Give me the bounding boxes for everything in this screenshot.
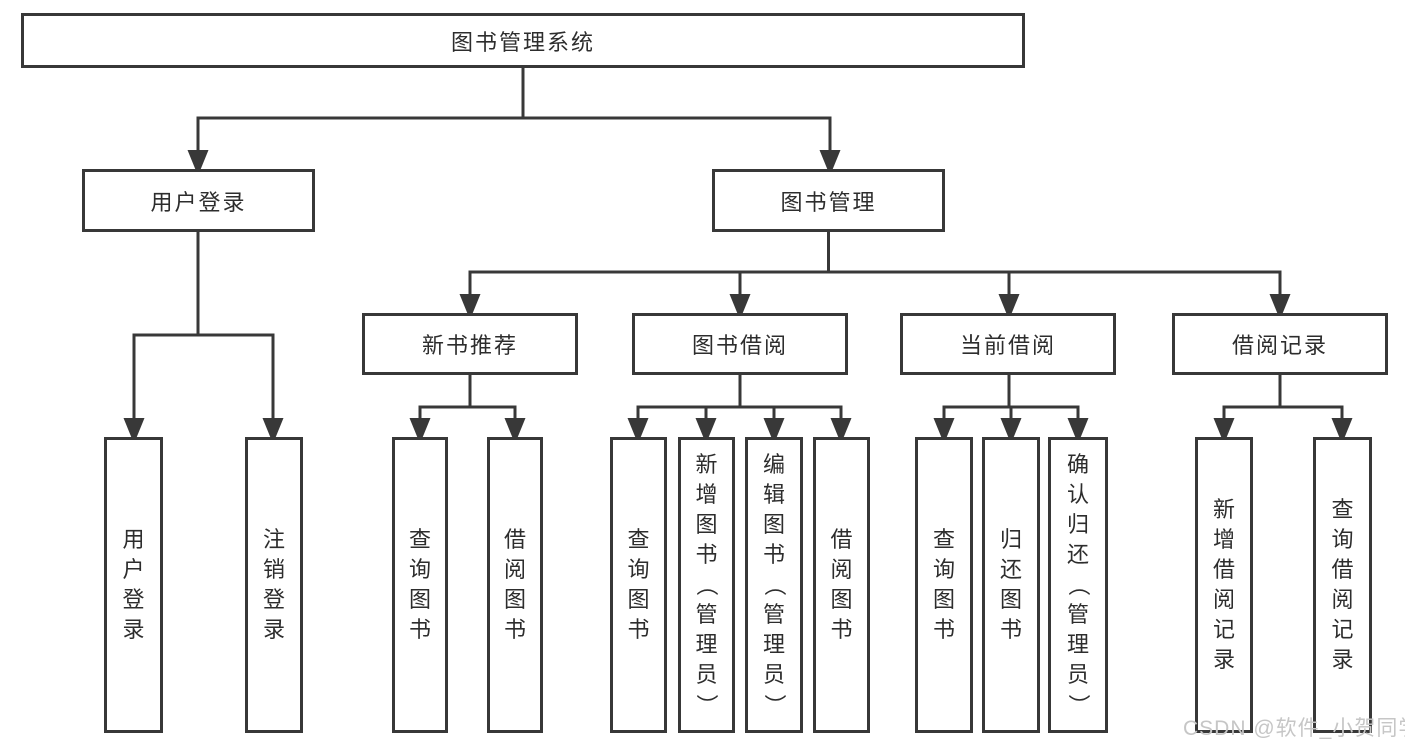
leaf-recommend-query-books: 查询图书 bbox=[392, 437, 448, 733]
node-library-management-system: 图书管理系统 bbox=[21, 13, 1025, 68]
edges-root bbox=[187, 68, 841, 176]
leaf-logout: 注销登录 bbox=[245, 437, 303, 733]
node-user-login-branch: 用户登录 bbox=[82, 169, 315, 232]
leaf-borrowing-add-books-admin: 新增图书（管理员） bbox=[678, 437, 735, 733]
leaf-borrowing-edit-books-admin: 编辑图书（管理员） bbox=[745, 437, 803, 733]
edges-new-book-recommend bbox=[409, 375, 526, 444]
leaf-current-return-books: 归还图书 bbox=[982, 437, 1040, 733]
node-current-borrowing: 当前借阅 bbox=[900, 313, 1116, 375]
node-borrowing-records: 借阅记录 bbox=[1172, 313, 1388, 375]
leaf-records-query-record: 查询借阅记录 bbox=[1313, 437, 1372, 733]
leaf-records-add-record: 新增借阅记录 bbox=[1195, 437, 1253, 733]
leaf-borrowing-query-books: 查询图书 bbox=[610, 437, 667, 733]
edges-book-management bbox=[459, 232, 1291, 320]
node-new-book-recommend: 新书推荐 bbox=[362, 313, 578, 375]
watermark: CSDN @软件_小贺同学 bbox=[1183, 717, 1405, 740]
leaf-current-confirm-return-admin: 确认归还（管理员） bbox=[1048, 437, 1108, 733]
node-book-management-branch: 图书管理 bbox=[712, 169, 945, 232]
leaf-recommend-borrow-books: 借阅图书 bbox=[487, 437, 543, 733]
edges-borrowing-records bbox=[1213, 375, 1353, 444]
edges-current-borrowing bbox=[933, 375, 1089, 444]
node-book-borrowing: 图书借阅 bbox=[632, 313, 848, 375]
edges-user-login bbox=[123, 232, 284, 444]
edges-book-borrowing bbox=[627, 375, 852, 444]
leaf-borrowing-borrow-books: 借阅图书 bbox=[813, 437, 870, 733]
leaf-current-query-books: 查询图书 bbox=[915, 437, 973, 733]
leaf-user-login: 用户登录 bbox=[104, 437, 163, 733]
